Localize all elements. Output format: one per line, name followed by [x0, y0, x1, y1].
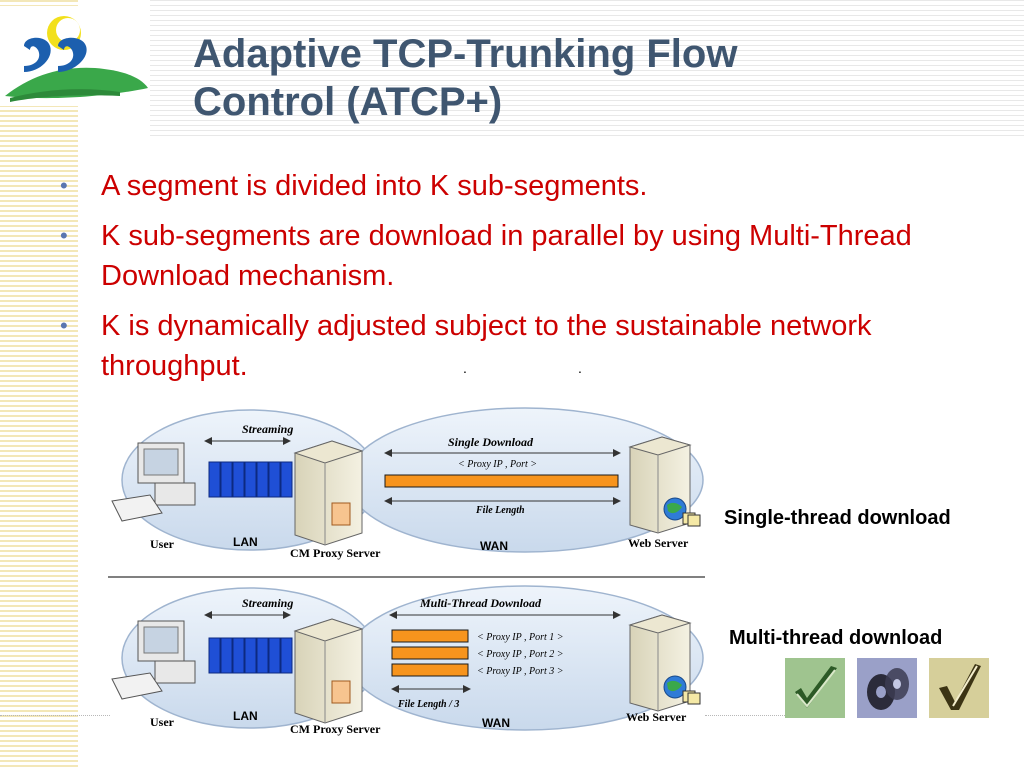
file-bar — [384, 474, 619, 488]
stray-mark: . — [463, 360, 467, 376]
network-diagram: Streaming User LAN CM Proxy Se — [108, 407, 705, 736]
multi-thread-caption: Multi-thread download — [729, 627, 943, 649]
server-icon — [293, 618, 364, 724]
check-tile-icon — [785, 658, 845, 718]
bullet-icon: • — [60, 173, 68, 198]
packet-stack — [208, 637, 293, 674]
single-thread-caption: Single-thread download — [724, 507, 951, 529]
file-length-label: File Length — [475, 505, 525, 516]
file-bar — [391, 629, 469, 643]
lan-label: LAN — [233, 709, 258, 723]
bullet-icon: • — [60, 313, 68, 338]
bullet-text: K sub-segments are download in parallel … — [101, 220, 912, 292]
web-server-label: Web Server — [626, 710, 687, 724]
footer-divider — [705, 715, 785, 716]
computer-icon — [111, 620, 196, 700]
bullet-icon: • — [60, 223, 68, 248]
streaming-label: Streaming — [242, 596, 293, 610]
bullet-item: • K sub-segments are download in parallel… — [60, 216, 960, 296]
title-line-2: Control (ATCP+) — [193, 80, 503, 124]
web-server-label: Web Server — [628, 536, 689, 550]
footer-divider — [0, 715, 110, 716]
left-stripe-decoration — [0, 0, 78, 768]
disc-tile-icon — [857, 658, 917, 718]
lan-label: LAN — [233, 535, 258, 549]
port-label: < Proxy IP , Port 2 > — [477, 649, 564, 660]
wan-label: WAN — [480, 539, 508, 553]
bullet-text: K is dynamically adjusted subject to the… — [101, 310, 872, 382]
multi-thread-diagram: Streaming User LAN CM Proxy Server Multi — [111, 585, 704, 736]
proxy-server-label: CM Proxy Server — [290, 546, 381, 560]
wan-label: WAN — [482, 716, 510, 730]
globe-icon — [663, 675, 701, 705]
stray-mark: . — [578, 360, 582, 376]
bullet-item: • K is dynamically adjusted subject to th… — [60, 306, 960, 386]
user-label: User — [150, 537, 175, 551]
file-bar — [391, 646, 469, 660]
server-icon — [293, 440, 364, 546]
title-line-1: Adaptive TCP-Trunking Flow — [193, 32, 738, 76]
streaming-label: Streaming — [242, 422, 293, 436]
logo-icon — [0, 6, 150, 106]
header-stripe-decoration — [150, 0, 1024, 140]
download-title-label: Multi-Thread Download — [419, 596, 542, 610]
bullet-text: A segment is divided into K sub-segments… — [101, 170, 648, 202]
port-label: < Proxy IP , Port 1 > — [477, 632, 564, 643]
single-thread-diagram: Streaming User LAN CM Proxy Se — [111, 407, 704, 560]
bullet-list: • A segment is divided into K sub-segment… — [60, 166, 960, 396]
proxy-server-label: CM Proxy Server — [290, 722, 381, 736]
computer-icon — [111, 442, 196, 522]
pen-tile-icon — [929, 658, 989, 718]
user-label: User — [150, 715, 175, 729]
file-bar — [391, 663, 469, 677]
download-title-label: Single Download — [448, 435, 534, 449]
port-label: < Proxy IP , Port 3 > — [477, 666, 564, 677]
file-length-label: File Length / 3 — [397, 699, 459, 710]
proxy-port-label: < Proxy IP , Port > — [458, 459, 537, 470]
packet-stack — [208, 461, 293, 498]
globe-icon — [663, 497, 701, 527]
bullet-item: • A segment is divided into K sub-segment… — [60, 166, 960, 206]
page-title: Adaptive TCP-Trunking Flow Control (ATCP… — [193, 30, 993, 126]
